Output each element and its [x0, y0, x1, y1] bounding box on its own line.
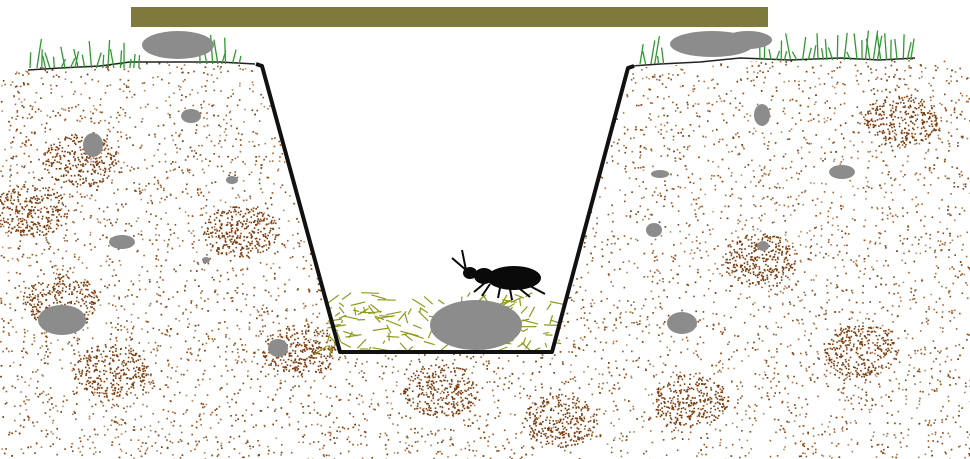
soil-stone: [83, 133, 103, 157]
soil-stone: [268, 339, 288, 357]
soil-stone: [226, 176, 238, 184]
soil-stone: [757, 241, 769, 251]
soil-stone: [754, 104, 770, 126]
soil-stone: [109, 235, 135, 249]
soil-stone: [829, 165, 855, 179]
pit-bottom-stone: [430, 300, 522, 350]
soil-stone: [202, 257, 210, 263]
soil-stone: [38, 305, 86, 335]
soil-stone: [651, 170, 669, 178]
cover-board: [131, 7, 768, 27]
soil-stone: [181, 109, 201, 123]
support-stone-right-b: [724, 31, 772, 49]
support-stone-left: [142, 31, 214, 59]
soil-stone: [646, 223, 662, 237]
soil-stone: [667, 312, 697, 334]
